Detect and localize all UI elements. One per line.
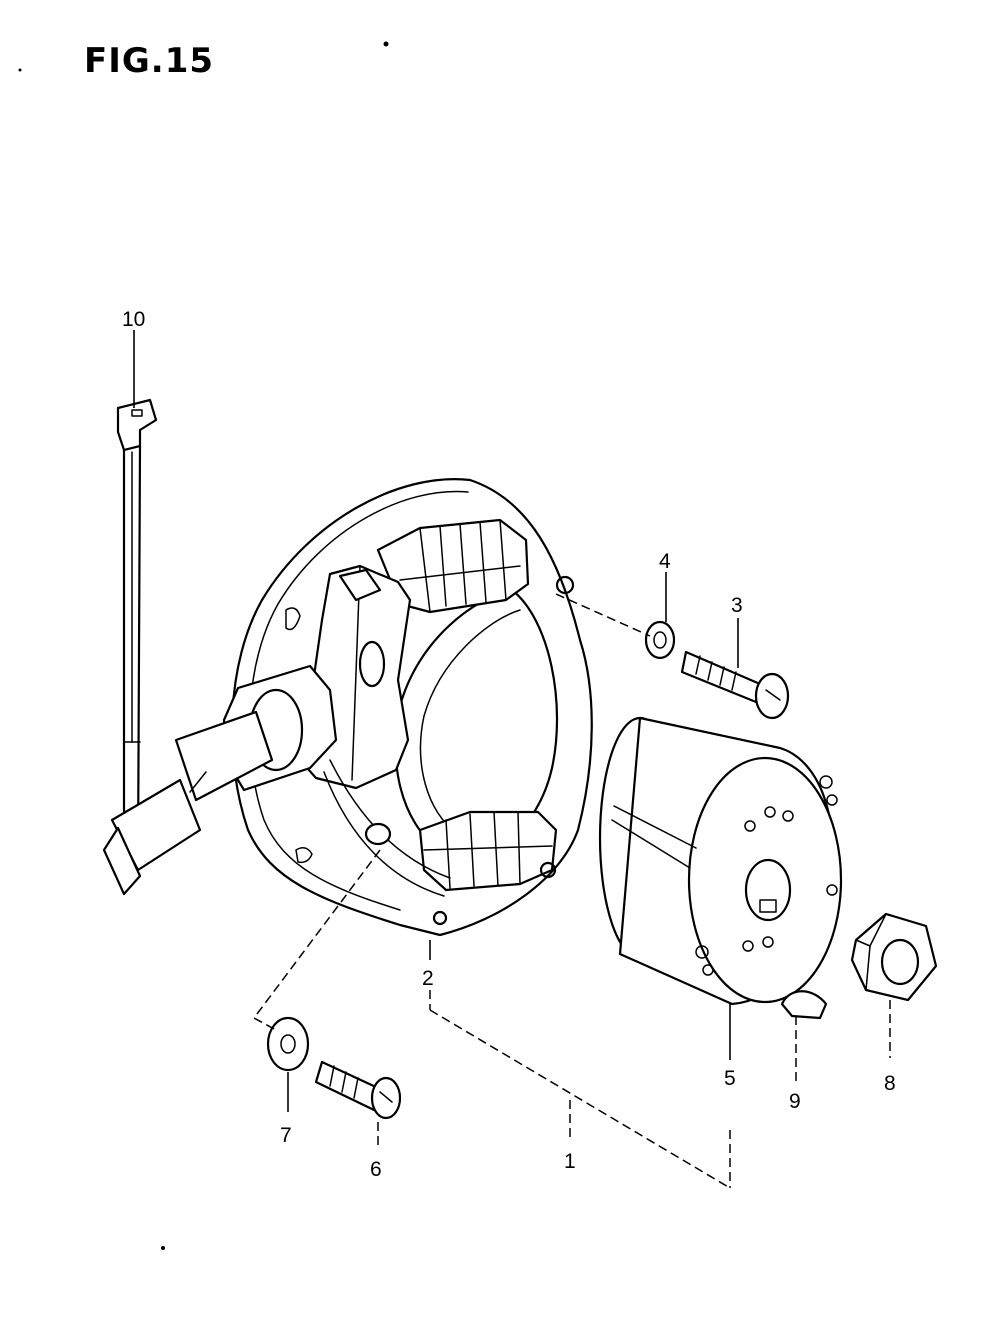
- callout-5: 5: [724, 1067, 736, 1090]
- callout-9: 9: [789, 1090, 801, 1113]
- part-6-screw: [314, 1060, 402, 1120]
- part-2-stator-assembly: [102, 478, 593, 937]
- scan-speck: [18, 68, 22, 72]
- callout-6: 6: [370, 1158, 382, 1181]
- part-8-nut: [850, 912, 938, 1002]
- callout-4: 4: [659, 550, 671, 573]
- leader-lines: [133, 330, 891, 1189]
- part-4-lock-washer: [644, 620, 676, 660]
- part-9-woodruff-key: [780, 990, 828, 1020]
- scan-speck: [161, 1246, 165, 1250]
- callout-1: 1: [564, 1150, 576, 1173]
- callout-2: 2: [422, 967, 434, 990]
- callout-7: 7: [280, 1124, 292, 1147]
- part-7-washer: [266, 1016, 310, 1072]
- callout-10: 10: [122, 308, 145, 331]
- part-5-rotor: [598, 716, 843, 1006]
- part-3-screw: [680, 650, 790, 720]
- callout-3: 3: [731, 594, 743, 617]
- callout-8: 8: [884, 1072, 896, 1095]
- scan-speck: [383, 41, 389, 47]
- figure-title: FIG.15: [84, 41, 214, 81]
